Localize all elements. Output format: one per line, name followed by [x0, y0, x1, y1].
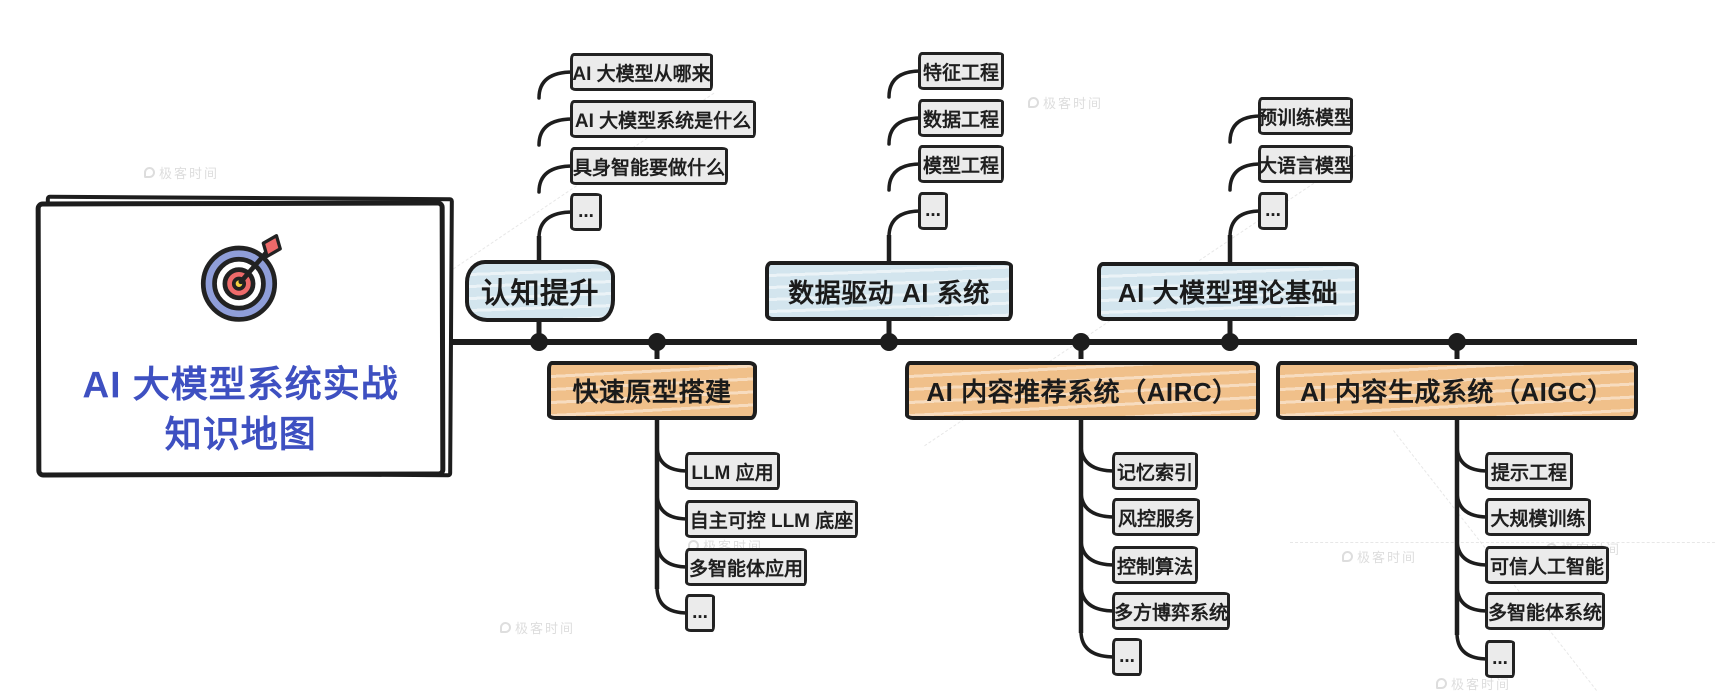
- leaf-node: ...: [1258, 192, 1288, 230]
- junction-dot: [648, 333, 666, 351]
- leaf-node: 多方博弈系统: [1112, 592, 1230, 630]
- leaf-node: 风控服务: [1112, 498, 1200, 536]
- leaf-connector: [537, 117, 575, 147]
- leaf-connector: [887, 69, 923, 99]
- junction-dot: [530, 333, 548, 351]
- watermark: 极客时间: [144, 163, 219, 182]
- leaf-node: LLM 应用: [685, 452, 780, 490]
- leaf-connector: [1455, 489, 1490, 519]
- leaf-connector: [887, 116, 923, 146]
- watermark-text: 极客时间: [159, 166, 220, 181]
- leaf-node: 特征工程: [918, 52, 1004, 90]
- leaf-connector: [1079, 629, 1117, 659]
- leaf-node: ...: [1485, 640, 1515, 678]
- leaf-node: ...: [570, 193, 602, 231]
- leaf-node: 控制算法: [1112, 546, 1198, 584]
- leaf-node: ...: [918, 192, 948, 230]
- watermark-pin-icon: [1028, 97, 1039, 108]
- leaf-connector: [1455, 583, 1490, 613]
- leaf-node: 数据工程: [918, 99, 1004, 137]
- leaf-node: ...: [1112, 638, 1142, 676]
- leaf-connector: [655, 491, 690, 521]
- branch-node-data-driven-ai-system: 数据驱动 AI 系统: [765, 261, 1013, 321]
- watermark-pin-icon: [500, 622, 511, 633]
- leaf-connector: [655, 585, 690, 615]
- leaf-node: ...: [685, 594, 715, 632]
- branch-node-rapid-prototype: 快速原型搭建: [547, 361, 757, 420]
- junction-dot: [880, 333, 898, 351]
- leaf-node: 自主可控 LLM 底座: [685, 500, 858, 538]
- leaf-node: 记忆索引: [1112, 452, 1198, 490]
- dartboard-target-icon: [200, 234, 282, 322]
- leaf-connector: [655, 539, 690, 569]
- leaf-node: 大语言模型: [1258, 145, 1353, 183]
- leaf-connector: [1228, 209, 1263, 239]
- watermark-pin-icon: [1436, 678, 1447, 689]
- junction-dot: [1072, 333, 1090, 351]
- watermark: 极客时间: [500, 618, 575, 637]
- leaf-connector: [655, 443, 690, 473]
- branch-node-aigc: AI 内容生成系统（AIGC）: [1276, 361, 1638, 420]
- leaf-node: 可信人工智能: [1485, 546, 1609, 584]
- leaf-connector: [887, 162, 923, 192]
- leaf-connector: [1228, 162, 1263, 192]
- leaf-connector: [1455, 631, 1490, 661]
- root-title-line2: 知识地图: [164, 413, 317, 456]
- leaf-connector: [537, 210, 575, 240]
- leaf-connector: [1079, 583, 1117, 613]
- leaf-node: 大规模训练: [1485, 498, 1591, 536]
- leaf-node: 多智能体应用: [685, 548, 807, 586]
- leaf-node: 多智能体系统: [1485, 592, 1605, 630]
- leaf-node: 具身智能要做什么: [570, 147, 728, 185]
- watermark-text: 极客时间: [515, 621, 576, 636]
- leaf-connector: [1079, 489, 1117, 519]
- branch-node-cognition: 认知提升: [465, 260, 615, 322]
- leaf-node: 预训练模型: [1258, 97, 1353, 135]
- leaf-connector: [537, 70, 575, 100]
- leaf-connector: [1455, 443, 1490, 473]
- watermark-dashed-line: [1290, 542, 1715, 543]
- watermark-pin-icon: [144, 167, 155, 178]
- root-node: AI 大模型系统实战 知识地图: [35, 200, 446, 478]
- watermark-text: 极客时间: [1357, 550, 1418, 565]
- leaf-connector: [1228, 114, 1263, 144]
- leaf-node: AI 大模型从哪来: [570, 53, 713, 91]
- watermark: 极客时间: [1028, 93, 1103, 112]
- junction-dot: [1448, 333, 1466, 351]
- leaf-connector: [1455, 537, 1490, 567]
- watermark-text: 极客时间: [1043, 96, 1104, 111]
- junction-dot: [1221, 333, 1239, 351]
- leaf-connector: [1079, 443, 1117, 473]
- leaf-node: 提示工程: [1485, 452, 1573, 490]
- leaf-node: 模型工程: [918, 145, 1004, 183]
- leaf-node: AI 大模型系统是什么: [570, 100, 756, 138]
- leaf-connector: [537, 164, 575, 194]
- branch-node-llm-theory-basics: AI 大模型理论基础: [1097, 262, 1359, 321]
- leaf-connector: [887, 209, 923, 239]
- root-title-line1: AI 大模型系统实战: [82, 363, 399, 406]
- leaf-connector: [1079, 537, 1117, 567]
- watermark-pin-icon: [1342, 551, 1353, 562]
- branch-node-airc: AI 内容推荐系统（AIRC）: [905, 361, 1260, 420]
- watermark: 极客时间: [1342, 547, 1417, 566]
